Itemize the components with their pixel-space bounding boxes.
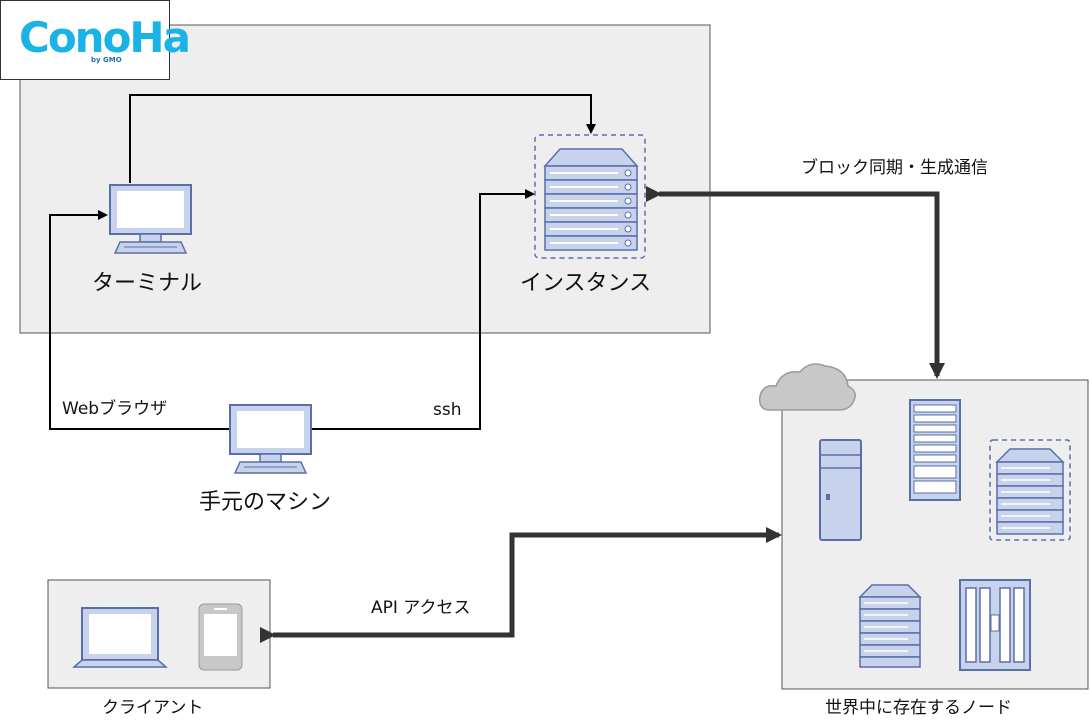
web-browser-edge xyxy=(49,210,230,430)
terminal-to-instance-edge xyxy=(129,94,596,183)
server-rack-icon xyxy=(534,134,646,259)
server-rack-icon xyxy=(909,399,961,501)
logo-text: ConoHa xyxy=(19,13,191,62)
web-browser-edge-label: Webブラウザ xyxy=(62,399,168,419)
api-access-edge xyxy=(260,527,782,643)
instance-label: インスタンス xyxy=(520,271,652,296)
terminal-label: ターミナル xyxy=(92,271,203,296)
logo-sub-text: by GMO xyxy=(91,56,122,64)
api-access-edge-label: API アクセス xyxy=(371,598,471,618)
cloud-icon xyxy=(758,363,856,411)
server-rack-icon xyxy=(989,439,1071,541)
block-sync-edge-label: ブロック同期・生成通信 xyxy=(801,158,988,178)
block-sync-edge xyxy=(646,186,945,379)
desktop-monitor-icon xyxy=(109,184,192,254)
conoha-logo: ConoHa by GMO xyxy=(0,0,191,80)
local-machine-label: 手元のマシン xyxy=(199,490,332,515)
server-rack-icon xyxy=(858,584,922,668)
desktop-monitor-icon xyxy=(229,404,312,474)
client-label: クライアント xyxy=(102,698,204,718)
ssh-edge xyxy=(312,189,535,430)
tower-server-icon xyxy=(819,439,862,541)
world-nodes-label: 世界中に存在するノード xyxy=(825,698,1012,718)
smartphone-icon xyxy=(198,603,243,671)
ssh-edge-label: ssh xyxy=(433,400,462,420)
blade-server-icon xyxy=(959,579,1031,671)
laptop-icon xyxy=(72,607,168,668)
